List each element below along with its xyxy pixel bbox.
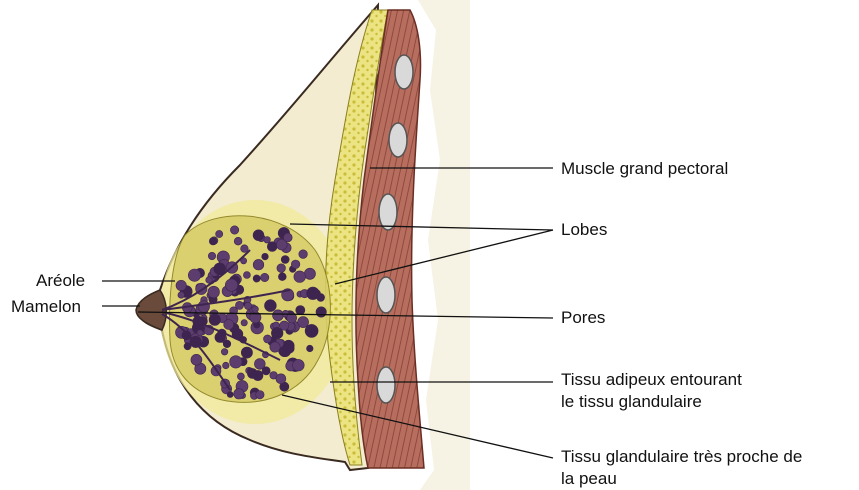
lobule (283, 233, 292, 242)
lobule (299, 250, 308, 259)
lobule (197, 330, 203, 336)
lobule (221, 349, 228, 356)
lobule (209, 237, 217, 245)
lobule (223, 362, 230, 369)
lobule (230, 226, 238, 234)
lobule (208, 252, 215, 259)
lobule (224, 320, 234, 330)
lobule (209, 314, 220, 325)
lobule (261, 273, 269, 281)
lobule (316, 307, 326, 317)
label-tissu-adipeux-2: le tissu glandulaire (561, 391, 702, 412)
lobule (307, 345, 314, 352)
label-tissu-glandulaire-2: la peau (561, 468, 617, 489)
lobule (227, 392, 233, 398)
lobule (184, 343, 191, 350)
label-tissu-glandulaire-1: Tissu glandulaire très proche de (561, 446, 802, 467)
lobule (278, 273, 286, 281)
lobule (271, 327, 283, 339)
lobule (241, 320, 247, 326)
lobule (294, 271, 306, 283)
lobule (270, 342, 280, 352)
lobule (247, 368, 253, 374)
lobule (264, 335, 272, 343)
lobule (178, 292, 185, 299)
nipple (136, 290, 166, 330)
lobule (253, 230, 264, 241)
lobule (265, 300, 277, 312)
lobule (256, 391, 264, 399)
lobule (198, 301, 210, 313)
label-tissu-adipeux-1: Tissu adipeux entourant (561, 369, 742, 390)
lobule (262, 253, 269, 260)
lobule (252, 306, 259, 313)
lobule (267, 242, 277, 252)
chest-skin-right (418, 0, 470, 490)
lobule (283, 340, 294, 351)
lobule (281, 256, 289, 264)
label-areole: Aréole (36, 270, 85, 291)
lobule (225, 279, 237, 291)
lobule (234, 237, 242, 245)
lobule (244, 302, 251, 309)
lobule (277, 264, 286, 273)
lobule (296, 306, 305, 315)
lobule (317, 294, 325, 302)
lobule (241, 245, 249, 253)
lobule (273, 310, 284, 321)
lobule (241, 347, 252, 358)
lobule (188, 269, 200, 281)
lobule (191, 354, 202, 365)
lobule (176, 280, 186, 290)
lobule (237, 373, 244, 380)
lobule (230, 356, 242, 368)
lobule (293, 359, 305, 371)
lobule (243, 272, 250, 279)
label-pores: Pores (561, 307, 605, 328)
lobule (253, 275, 260, 282)
lobule (262, 367, 270, 375)
lobule (253, 370, 263, 380)
lobule (223, 340, 231, 348)
label-lobes: Lobes (561, 219, 607, 240)
lobule (276, 374, 286, 384)
lobule (304, 268, 315, 279)
lobule (253, 259, 264, 270)
lobule (208, 286, 220, 298)
label-muscle-grand-pectoral: Muscle grand pectoral (561, 158, 728, 179)
lobule (216, 230, 223, 237)
lobule (291, 260, 300, 269)
lobule (305, 324, 318, 337)
label-mamelon: Mamelon (11, 296, 81, 317)
lobule (234, 389, 244, 399)
lobule (264, 237, 271, 244)
